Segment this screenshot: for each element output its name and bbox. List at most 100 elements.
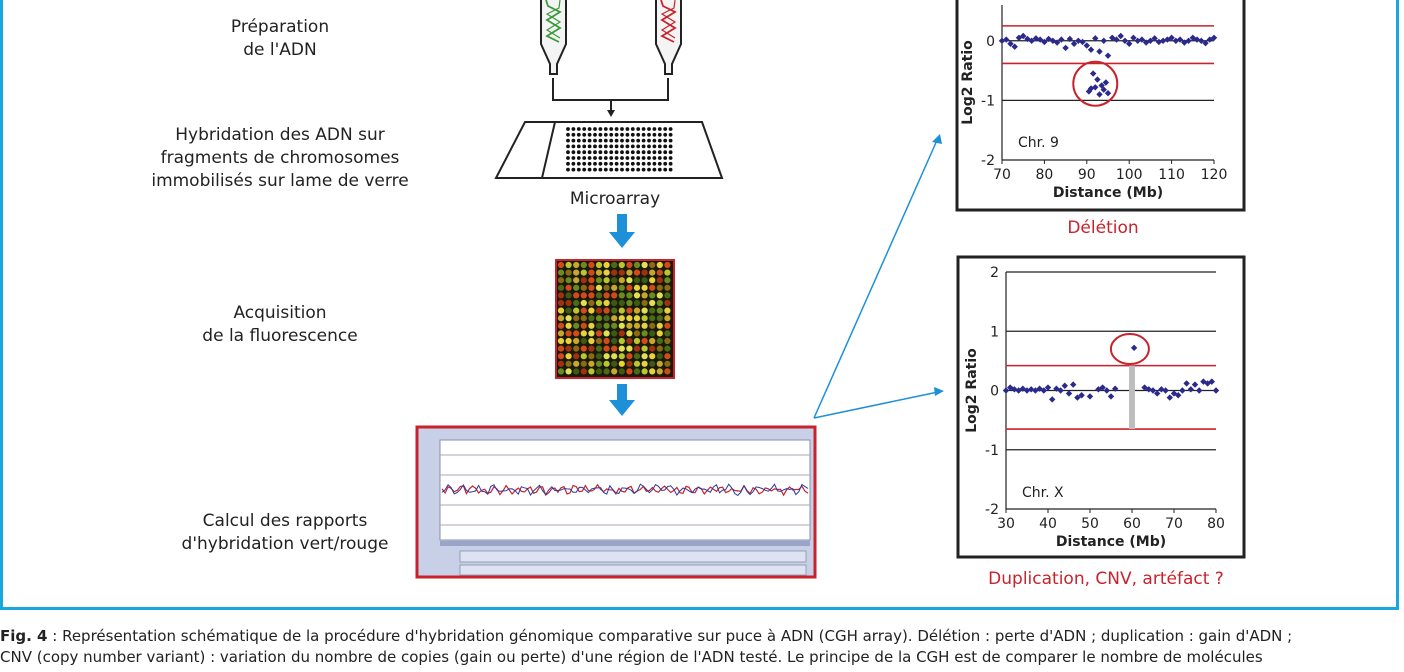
data-point <box>1028 37 1035 44</box>
step-fluorescence-acquisition: Acquisition de la fluorescence <box>160 302 400 348</box>
x-tick-label: 60 <box>1123 516 1141 532</box>
y-axis-label: Log2 Ratio <box>964 348 980 433</box>
data-point <box>1151 35 1158 42</box>
duplication-bar <box>1129 365 1135 430</box>
caption-fig-label: Fig. 4 <box>0 627 48 645</box>
x-tick-label: 30 <box>997 516 1015 532</box>
data-point <box>1075 37 1082 44</box>
x-tick-label: 120 <box>1201 167 1228 183</box>
data-point <box>1036 36 1044 43</box>
figure-caption: Fig. 4 : Représentation schématique de l… <box>0 626 1404 672</box>
step-hybridization-line3: immobilisés sur lame de verre <box>151 171 409 191</box>
data-point <box>1196 387 1203 394</box>
data-point <box>1053 39 1061 46</box>
data-point <box>1176 36 1184 43</box>
y-axis-label: Log2 Ratio <box>960 40 976 125</box>
data-point <box>1070 381 1077 388</box>
data-point <box>1166 394 1173 401</box>
data-point <box>1057 387 1064 394</box>
data-point <box>1044 384 1052 391</box>
link-arrowhead-2 <box>934 387 944 396</box>
data-point <box>1138 36 1146 43</box>
x-tick-label: 50 <box>1081 516 1099 532</box>
data-point <box>1189 34 1196 41</box>
caption-line2: CNV (copy number variant) : variation du… <box>0 648 1263 666</box>
data-point <box>1065 390 1073 397</box>
data-point <box>1100 86 1107 93</box>
fluorescence-scan-image <box>555 259 675 379</box>
data-point <box>1086 393 1094 400</box>
data-point <box>1121 37 1129 44</box>
caption-line1-text: : Représentation schématique de la procé… <box>47 627 1293 645</box>
data-point <box>1191 381 1199 388</box>
data-point <box>1206 36 1213 43</box>
data-point <box>1011 43 1018 50</box>
step-fluorescence-line1: Acquisition <box>233 303 327 323</box>
step-fluorescence-line2: de la fluorescence <box>202 326 358 346</box>
data-point <box>1083 42 1090 49</box>
data-point <box>1149 387 1157 394</box>
data-point <box>1198 37 1205 44</box>
data-point <box>1159 37 1167 44</box>
x-axis-label: Distance (Mb) <box>1056 534 1166 550</box>
data-point <box>1130 344 1138 352</box>
microarray-slide <box>494 121 724 179</box>
step-dna-preparation-line1: Préparation <box>230 17 330 37</box>
data-point <box>1179 387 1186 394</box>
data-point <box>1087 85 1095 92</box>
step-ratio-line1: Calcul des rapports <box>202 511 368 531</box>
data-point <box>1187 386 1194 393</box>
data-point <box>1212 387 1220 394</box>
y-tick-label: 0 <box>986 34 995 50</box>
data-point <box>1181 39 1188 46</box>
link-to-chrx-chart <box>813 391 939 419</box>
x-tick-label: 80 <box>1207 516 1225 532</box>
data-point <box>1049 37 1057 44</box>
data-point <box>1070 40 1078 47</box>
data-point <box>1210 34 1218 41</box>
data-point <box>1162 387 1169 394</box>
x-tick-label: 80 <box>1035 167 1053 183</box>
data-point <box>1104 90 1112 97</box>
green-dna-tube-icon <box>540 0 567 75</box>
data-point <box>1096 91 1103 98</box>
y-tick-label: -2 <box>985 502 999 518</box>
y-tick-label: 0 <box>990 384 999 400</box>
x-tick-label: 70 <box>1165 516 1183 532</box>
y-tick-label: 2 <box>990 265 999 281</box>
step-dna-preparation-line2: de l'ADN <box>243 40 317 60</box>
data-point <box>1208 378 1215 385</box>
data-point <box>1099 384 1106 391</box>
data-point <box>1089 70 1097 77</box>
data-point <box>1193 36 1201 43</box>
data-point <box>1147 37 1154 44</box>
data-point <box>1204 380 1211 387</box>
data-point <box>1103 387 1110 394</box>
data-point <box>1003 36 1010 43</box>
data-point <box>1002 387 1010 394</box>
deletion-caption: Délétion <box>1067 218 1138 238</box>
data-point <box>1074 394 1081 401</box>
data-point <box>1202 39 1209 47</box>
data-point <box>1164 36 1171 43</box>
data-point <box>1168 34 1175 41</box>
data-point <box>1113 36 1120 43</box>
step-dna-preparation: Préparation de l'ADN <box>170 16 390 62</box>
data-point <box>1024 35 1031 43</box>
down-arrow-icon <box>609 214 635 248</box>
data-point <box>1112 385 1119 392</box>
caption-line1: Fig. 4 : Représentation schématique de l… <box>0 626 1404 647</box>
data-point <box>1126 40 1133 47</box>
data-point <box>1154 390 1161 397</box>
data-point <box>1130 34 1137 41</box>
step-hybridization: Hybridation des ADN sur fragments de chr… <box>130 124 430 193</box>
deletion-highlight-circle <box>1072 60 1119 107</box>
x-tick-label: 90 <box>1078 167 1096 183</box>
step-hybridization-line2: fragments de chromosomes <box>160 148 400 168</box>
y-tick-label: 1 <box>990 324 999 340</box>
data-point <box>1100 37 1107 44</box>
data-point <box>1058 36 1065 43</box>
data-point <box>1078 392 1085 399</box>
x-axis-label: Distance (Mb) <box>1053 185 1163 201</box>
